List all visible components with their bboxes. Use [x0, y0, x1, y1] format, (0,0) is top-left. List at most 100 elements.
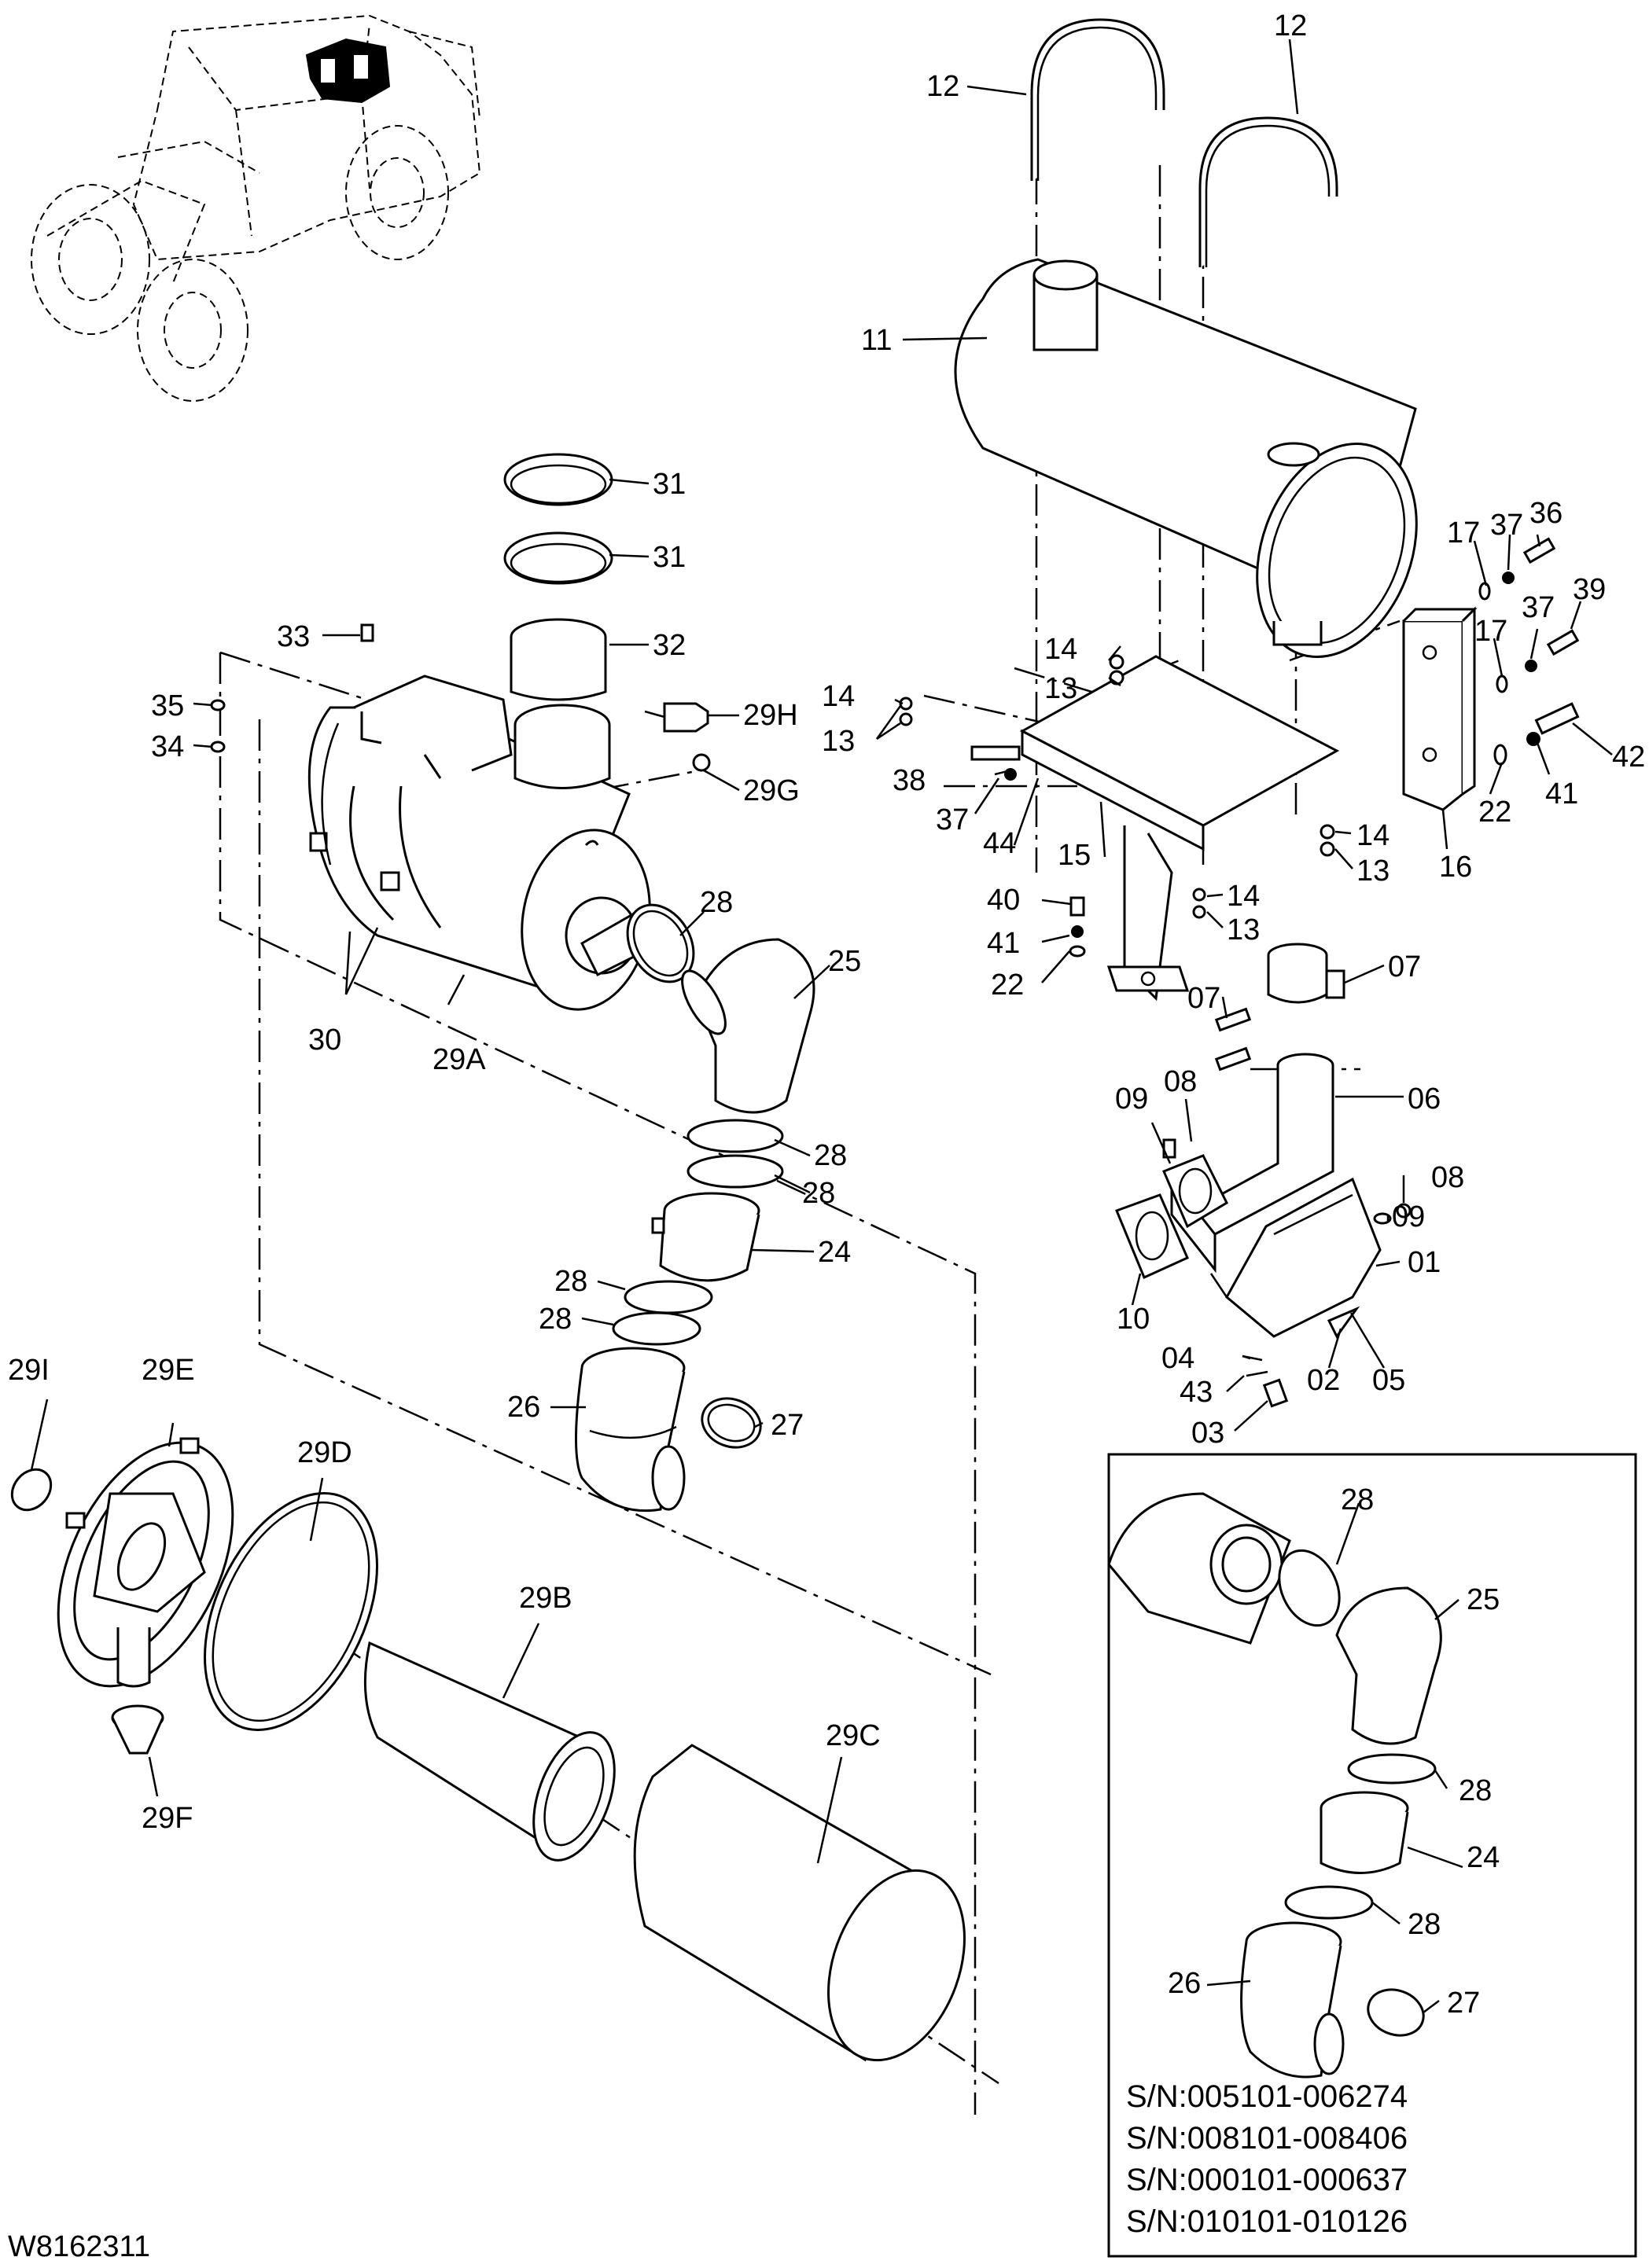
exhaust-elbow-pipe	[1162, 1053, 1334, 1274]
callout-37-b: 37	[1490, 509, 1523, 542]
callout-29A: 29A	[432, 1043, 486, 1076]
callout-07-b: 07	[1187, 982, 1220, 1015]
callout-11: 11	[861, 324, 892, 357]
callout-29C: 29C	[826, 1719, 881, 1752]
element-seal	[204, 1492, 378, 1731]
serial-number-2: S/N:008101-008406	[1126, 2121, 1408, 2156]
inset-callout-28-c: 28	[1408, 1908, 1441, 1941]
inset-hose-elbow	[1335, 1586, 1442, 1745]
callout-28-d: 28	[554, 1265, 587, 1298]
callout-08-a: 08	[1164, 1065, 1197, 1098]
wheel-loader-overview	[31, 14, 481, 402]
callout-labels: 12 12 11 31 31 32 33 35 34 29H 29G 28 25…	[8, 9, 1645, 2020]
callout-17-b: 17	[1474, 615, 1507, 648]
callout-36: 36	[1529, 497, 1563, 530]
callout-29F: 29F	[142, 1802, 193, 1835]
callout-13-d: 13	[1227, 913, 1260, 947]
callout-02: 02	[1307, 1364, 1340, 1397]
callout-29D: 29D	[297, 1436, 352, 1469]
inset-air-cleaner-outlet	[1107, 1492, 1291, 1645]
hose-clamp-28a	[626, 903, 695, 983]
hose-band-upper	[503, 453, 613, 506]
callout-31-lower: 31	[653, 541, 686, 574]
outer-filter-element	[633, 1744, 966, 2062]
callout-42: 42	[1612, 741, 1645, 774]
callout-22-b: 22	[1478, 796, 1511, 829]
callout-14-b: 14	[1044, 633, 1077, 666]
air-cleaner-cover	[57, 1437, 234, 1688]
serial-number-list: S/N:005101-006274 S/N:008101-008406 S/N:…	[1126, 2079, 1408, 2239]
callout-08-b: 08	[1431, 1161, 1464, 1194]
callout-25: 25	[828, 945, 861, 978]
callout-12-right: 12	[1274, 9, 1307, 42]
intake-hose-elbow	[681, 938, 815, 1114]
intake-pipe	[651, 1192, 760, 1282]
callout-41-b: 41	[1545, 777, 1578, 811]
callout-44: 44	[983, 827, 1016, 860]
cover-cap	[10, 1468, 53, 1512]
callout-38: 38	[893, 764, 926, 797]
callout-43: 43	[1180, 1376, 1213, 1409]
diagram-id: W8162311	[8, 2230, 150, 2263]
inset-callout-28-b: 28	[1459, 1774, 1492, 1807]
callout-24: 24	[818, 1236, 851, 1269]
inset-hose-clamp-28b	[1347, 1753, 1437, 1785]
callout-07-a: 07	[1388, 950, 1421, 983]
mounting-band	[321, 722, 340, 866]
air-intake-highlight	[305, 38, 391, 104]
heat-shield	[1209, 1177, 1382, 1338]
intake-elbow	[575, 1347, 686, 1513]
callout-32: 32	[653, 629, 686, 662]
callout-28-e: 28	[539, 1303, 572, 1336]
inset-hose-clamp-27	[1367, 1988, 1425, 2037]
callout-05: 05	[1372, 1364, 1405, 1397]
callout-15: 15	[1058, 839, 1091, 872]
inset-hose-clamp-28c	[1284, 1885, 1374, 1920]
callout-29E: 29E	[142, 1354, 195, 1387]
hose-clamp-28b	[686, 1119, 784, 1189]
callout-35: 35	[151, 689, 184, 722]
callout-33: 33	[277, 620, 310, 653]
callout-04: 04	[1161, 1342, 1194, 1375]
inset-callout-26: 26	[1168, 1967, 1201, 2000]
muffler	[954, 258, 1418, 659]
hose-band-lower	[503, 531, 613, 585]
rubber-sleeve	[510, 618, 607, 701]
callout-39: 39	[1573, 573, 1606, 606]
inner-filter-element	[363, 1641, 616, 1862]
inset-panel	[1107, 1453, 1637, 2258]
callout-22-a: 22	[991, 969, 1024, 1002]
callout-17-a: 17	[1447, 516, 1480, 550]
callout-30: 30	[308, 1024, 341, 1057]
callout-41-a: 41	[987, 927, 1020, 960]
callout-34: 34	[151, 730, 184, 763]
callout-10: 10	[1117, 1303, 1150, 1336]
inset-callout-28-a: 28	[1341, 1483, 1374, 1516]
callout-03: 03	[1191, 1417, 1224, 1450]
callout-28-b: 28	[814, 1139, 847, 1172]
callout-13-a: 13	[822, 725, 855, 758]
callout-29H: 29H	[743, 699, 798, 732]
hose-clamp-27	[701, 1397, 762, 1449]
callout-29I: 29I	[8, 1354, 50, 1387]
callout-40: 40	[987, 884, 1020, 917]
serial-number-1: S/N:005101-006274	[1126, 2079, 1408, 2114]
callout-29B: 29B	[519, 1582, 572, 1615]
hardware-bolts	[210, 537, 1580, 1408]
inset-intake-pipe	[1320, 1791, 1409, 1874]
callout-13-c: 13	[1356, 855, 1390, 888]
callout-01: 01	[1408, 1246, 1441, 1279]
leader-lines	[30, 39, 1613, 2013]
callout-27: 27	[771, 1409, 804, 1442]
callout-13-b: 13	[1044, 672, 1077, 705]
inset-intake-elbow	[1240, 1921, 1345, 2079]
exhaust-clamp	[1267, 943, 1345, 1004]
air-cleaner-housing	[307, 675, 651, 1011]
inset-callout-25: 25	[1467, 1583, 1500, 1616]
callout-09-a: 09	[1115, 1083, 1148, 1116]
callout-14-d: 14	[1227, 880, 1260, 913]
callout-28-c: 28	[802, 1177, 835, 1210]
inset-callout-24: 24	[1467, 1841, 1500, 1874]
callout-37-c: 37	[1522, 591, 1555, 624]
